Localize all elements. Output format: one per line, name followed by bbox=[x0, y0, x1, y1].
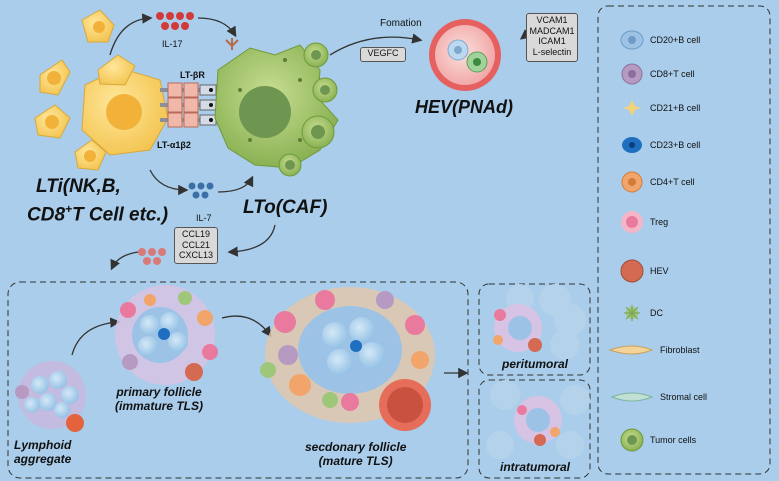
legend-icons bbox=[608, 30, 654, 452]
il7-molecules bbox=[188, 182, 214, 199]
legend-label: CD21+B cell bbox=[650, 103, 701, 113]
peritumoral-panel bbox=[478, 283, 591, 376]
intratumoral-panel bbox=[478, 379, 591, 479]
lymphoid-line2: aggregate bbox=[14, 452, 72, 466]
legend-item-cd20: CD20+B cell bbox=[650, 31, 779, 51]
legend-label: Stromal cell bbox=[660, 392, 708, 402]
lti-title: LTi(NK,B, CD8+T Cell etc.) bbox=[27, 176, 168, 226]
lymphoid-aggregate-cluster bbox=[15, 361, 86, 432]
il7-label: IL-7 bbox=[196, 213, 212, 223]
primary-line2: (immature TLS) bbox=[115, 399, 204, 413]
lt-beta-r-label: LT-βR bbox=[180, 70, 205, 80]
legend-item-treg: Treg bbox=[650, 213, 779, 233]
lti-cd8: CD8 bbox=[27, 204, 66, 226]
lti-superscript: + bbox=[65, 202, 73, 216]
legend-label: CD23+B cell bbox=[650, 140, 701, 150]
legend-label: DC bbox=[650, 308, 663, 318]
stromal-cell-icon bbox=[610, 392, 654, 402]
cd23-b-cell-icon bbox=[622, 137, 642, 153]
intratumoral-label: intratumoral bbox=[500, 460, 571, 474]
process-arrows bbox=[71, 13, 556, 379]
legend-item-stromal: Stromal cell bbox=[660, 388, 779, 408]
legend-label: Tumor cells bbox=[650, 435, 697, 445]
legend-item-cd23: CD23+B cell bbox=[650, 136, 779, 156]
secondary-line1: secdonary follicle bbox=[305, 440, 407, 454]
adhesion-item: VCAM1 bbox=[536, 15, 568, 25]
dc-icon bbox=[624, 305, 640, 321]
legend-label: HEV bbox=[650, 266, 669, 276]
hev-label: HEV(PNAd) bbox=[415, 97, 513, 117]
secondary-follicle-label: secdonary follicle (mature TLS) bbox=[305, 440, 406, 468]
hev-icon bbox=[620, 259, 644, 283]
legend-label: CD4+T cell bbox=[650, 177, 695, 187]
secondary-follicle-cluster bbox=[260, 287, 435, 431]
intratumoral-cluster bbox=[486, 380, 590, 459]
lymphoid-aggregate-label: Lymphoid aggregate bbox=[14, 438, 71, 466]
legend-label: CD20+B cell bbox=[650, 35, 701, 45]
primary-line1: primary follicle bbox=[116, 385, 202, 399]
legend-item-hev: HEV bbox=[650, 262, 779, 282]
legend-item-fibroblast: Fibroblast bbox=[660, 341, 779, 361]
adhesion-item: MADCAM1 bbox=[529, 25, 575, 36]
secondary-line2: (mature TLS) bbox=[318, 454, 393, 468]
legend-item-cd4: CD4+T cell bbox=[650, 173, 779, 193]
lti-line1: LTi(NK,B, bbox=[36, 176, 121, 197]
legend-label: CD8+T cell bbox=[650, 69, 695, 79]
fomation-label: Fomation bbox=[380, 18, 422, 29]
vegfc-label: VEGFC bbox=[367, 48, 399, 58]
small-lto-cells bbox=[278, 42, 338, 177]
lti-line2: CD8+T Cell etc.) bbox=[27, 198, 168, 226]
lymphoid-line1: Lymphoid bbox=[14, 438, 72, 452]
lti-tcell: T Cell etc.) bbox=[72, 204, 169, 226]
lt-receptor-pairs bbox=[160, 82, 220, 128]
tls-stage-panel bbox=[7, 281, 469, 479]
peritumoral-label: peritumoral bbox=[502, 357, 569, 371]
fibroblast-icon bbox=[608, 345, 654, 355]
chemokine-molecules bbox=[138, 248, 166, 265]
primary-follicle-label: primary follicle (immature TLS) bbox=[115, 385, 203, 413]
treg-icon bbox=[621, 211, 643, 233]
legend-item-dc: DC bbox=[650, 304, 779, 324]
il17-molecules bbox=[156, 12, 194, 30]
lti-cell-cluster bbox=[34, 9, 169, 171]
adhesion-molecules-box: VCAM1 MADCAM1 ICAM1 L-selectin bbox=[526, 13, 578, 62]
cd4-t-cell-icon bbox=[621, 171, 643, 193]
chemokine-item: CXCL13 bbox=[178, 250, 214, 260]
cd20-b-cell-icon bbox=[620, 30, 644, 50]
chemokine-box: CCL19 CCL21 CXCL13 bbox=[174, 227, 218, 264]
primary-follicle-cluster bbox=[115, 285, 218, 385]
adhesion-item: ICAM1 bbox=[538, 36, 566, 46]
adhesion-item: L-selectin bbox=[532, 46, 572, 57]
chemokine-item: CCL21 bbox=[181, 239, 210, 250]
vegfc-box: VEGFC bbox=[360, 47, 406, 62]
lt-alpha1beta2-label: LT-α1β2 bbox=[157, 140, 191, 150]
tumor-cell-icon bbox=[620, 428, 644, 452]
legend-item-tumor: Tumor cells bbox=[650, 431, 779, 451]
hev-vessel bbox=[429, 19, 501, 91]
legend-item-cd8: CD8+T cell bbox=[650, 65, 779, 85]
legend-label: Fibroblast bbox=[660, 345, 700, 355]
cd21-b-cell-icon bbox=[623, 100, 641, 116]
lto-label: LTo(CAF) bbox=[243, 197, 328, 218]
legend-label: Treg bbox=[650, 217, 669, 227]
legend-item-cd21: CD21+B cell bbox=[650, 99, 779, 119]
chemokine-item: CCL19 bbox=[181, 229, 210, 239]
cd8-t-cell-icon bbox=[621, 63, 643, 85]
peritumoral-cluster bbox=[493, 284, 586, 360]
legend-panel bbox=[597, 5, 771, 475]
il17-label: IL-17 bbox=[162, 39, 183, 49]
